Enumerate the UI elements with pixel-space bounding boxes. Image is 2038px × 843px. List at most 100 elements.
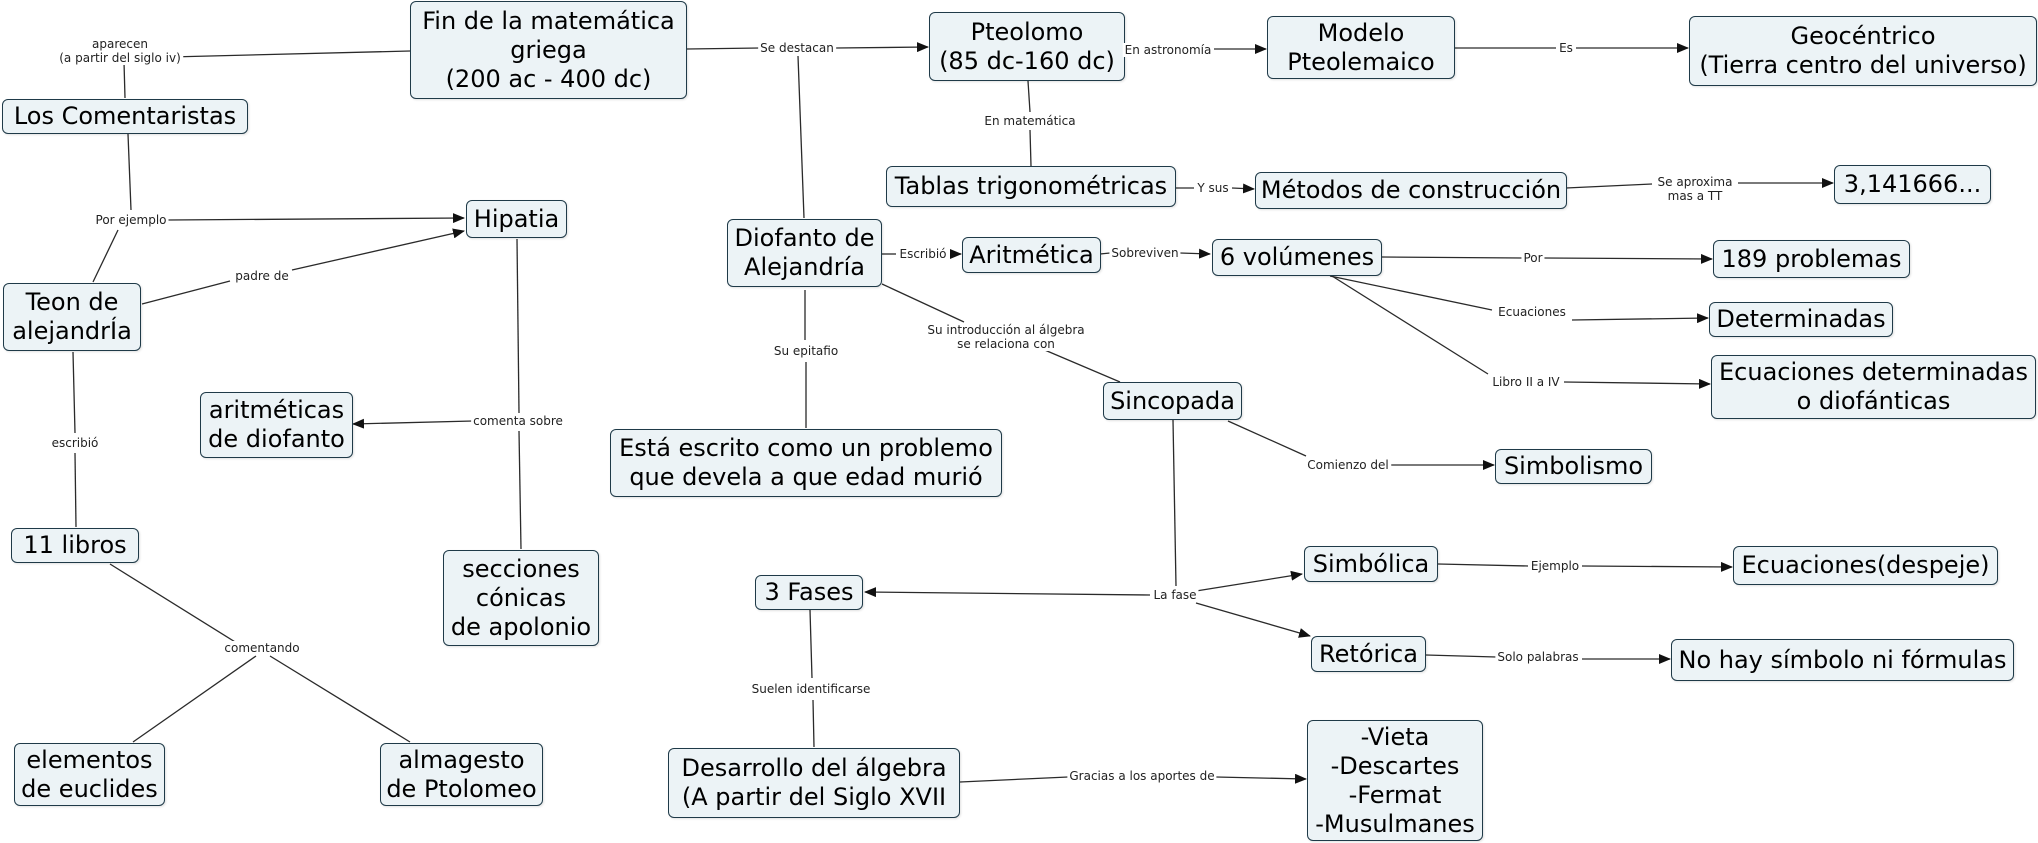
node-simbolismo[interactable]: Simbolismo: [1495, 449, 1652, 484]
link-label-suelen-identificarse: Suelen identificarse: [749, 682, 873, 696]
edge-comentando-almagesto: [269, 655, 411, 743]
link-label-ecuaciones: Ecuaciones: [1496, 305, 1568, 319]
node-desarrollo-del-algebra[interactable]: Desarrollo del álgebra (A partir del Sig…: [668, 748, 960, 818]
edge-comentaristas-porejemplo: [127, 133, 132, 211]
node-epitafio[interactable]: Está escrito como un problemo que devela…: [610, 429, 1002, 497]
edge-metodos-aproxima: [1565, 183, 1653, 189]
edge-sincopada-comienzo: [1227, 420, 1307, 457]
link-label-sobreviven: Sobreviven: [1109, 246, 1181, 260]
edge-suelen-desarrollo: [812, 699, 815, 748]
node-ecuaciones-despeje[interactable]: Ecuaciones(despeje): [1733, 546, 1998, 585]
edge-lafase-simbolica: [1195, 570, 1303, 592]
node-determinadas[interactable]: Determinadas: [1709, 302, 1893, 337]
link-label-se-aproxima: Se aproxima mas a TT: [1655, 175, 1735, 203]
edge-sedestacan-diofanto: [797, 55, 805, 219]
edge-aparecen-comentaristas: [123, 61, 126, 99]
edge-sobreviven-volumenes: [1179, 248, 1211, 259]
link-label-se-destacan: Se destacan: [758, 41, 836, 55]
edge-sincopada-lafase: [1172, 419, 1177, 587]
link-label-por: Por: [1521, 251, 1545, 265]
edge-padre-hipatia: [291, 228, 465, 271]
edge-hipatia-comenta: [516, 238, 520, 414]
link-label-en-matematica: En matemática: [982, 114, 1078, 128]
edge-matematica-tablas: [1029, 129, 1032, 167]
edge-simbolica-ejemplo: [1437, 563, 1529, 567]
edge-retorica-solo: [1425, 654, 1497, 658]
link-label-su-epitafio: Su epitafio: [771, 344, 841, 358]
edge-ysus-metodos: [1231, 183, 1255, 194]
edge-fin-sedestacan: [686, 47, 761, 50]
node-teon-de-alejandria[interactable]: Teon de alejandrÍa: [3, 283, 141, 351]
edge-introduccion-sincopada: [1039, 347, 1121, 383]
link-label-escribio-diofanto: Escribió: [897, 247, 949, 261]
edge-aritmetica-sobreviven: [1099, 252, 1111, 255]
link-label-es: Es: [1557, 41, 1575, 55]
edge-libro-ecdeterminadas: [1563, 378, 1711, 389]
edge-porejemplo-teon: [92, 229, 119, 283]
node-hipatia[interactable]: Hipatia: [466, 200, 567, 238]
link-label-libro-ii-iv: Libro II a IV: [1490, 375, 1562, 389]
edge-sedestacan-pteolomo: [835, 42, 929, 53]
node-tablas-trigonometricas[interactable]: Tablas trigonométricas: [886, 166, 1176, 207]
node-ecuaciones-determinadas[interactable]: Ecuaciones determinadas o diofánticas: [1711, 355, 2036, 419]
edge-comenta-aritmeticas: [352, 418, 474, 429]
link-label-su-introduccion: Su introducción al álgebra se relaciona …: [925, 323, 1087, 351]
link-label-aparecen: aparecen (a partir del siglo iv): [57, 37, 183, 65]
node-11-libros[interactable]: 11 libros: [11, 528, 139, 563]
node-diofanto-de-alejandria[interactable]: Diofanto de Alejandría: [727, 219, 882, 287]
node-almagesto-de-ptolomeo[interactable]: almagesto de Ptolomeo: [380, 743, 543, 806]
edge-fin-aparecen: [169, 50, 411, 58]
node-geocentrico[interactable]: Geocéntrico (Tierra centro del universo): [1689, 16, 2037, 86]
node-secciones-conicas[interactable]: secciones cónicas de apolonio: [443, 550, 599, 646]
edge-comentando-elementos: [132, 655, 257, 743]
edge-escribio-libros: [74, 452, 77, 528]
node-6-volumenes[interactable]: 6 volúmenes: [1212, 239, 1382, 276]
edge-lafase-retorica: [1195, 602, 1311, 638]
node-189-problemas[interactable]: 189 problemas: [1713, 240, 1910, 278]
node-los-comentaristas[interactable]: Los Comentaristas: [2, 99, 248, 134]
edge-lafase-fases: [864, 587, 1151, 598]
edge-gracias-aportes: [1215, 773, 1307, 784]
link-label-la-fase: La fase: [1151, 588, 1199, 602]
link-label-y-sus: Y sus: [1195, 181, 1231, 195]
edge-libros-comentando: [109, 563, 241, 646]
edge-fases-suelen: [809, 609, 813, 679]
edge-ejemplo-ecuaciones: [1581, 561, 1733, 572]
link-label-en-astronomia: En astronomía: [1122, 43, 1214, 57]
node-no-hay-simbolo[interactable]: No hay símbolo ni fórmulas: [1671, 639, 2014, 681]
node-simbolica[interactable]: Simbólica: [1304, 546, 1438, 582]
edge-desarrollo-gracias: [959, 776, 1069, 783]
node-fin-matematica-griega[interactable]: Fin de la matemática griega (200 ac - 40…: [410, 1, 687, 99]
edge-pteolomo-matematica: [1027, 80, 1031, 113]
node-modelo-pteolemaico[interactable]: Modelo Pteolemaico: [1267, 16, 1455, 79]
node-retorica[interactable]: Retórica: [1311, 636, 1426, 672]
node-3-fases[interactable]: 3 Fases: [755, 575, 863, 610]
edge-diofanto-introduccion: [881, 283, 965, 323]
node-3-141666[interactable]: 3,141666...: [1834, 165, 1991, 204]
link-label-comenta-sobre: comenta sobre: [471, 414, 565, 428]
node-aritmetica[interactable]: Aritmética: [962, 237, 1101, 273]
node-elementos-de-euclides[interactable]: elementos de euclides: [14, 743, 165, 806]
link-label-gracias-aportes: Gracias a los aportes de: [1067, 769, 1217, 783]
node-aportes[interactable]: -Vieta -Descartes -Fermat -Musulmanes: [1307, 720, 1483, 841]
edge-volumenes-por: [1381, 256, 1523, 259]
link-label-comienzo-del: Comienzo del: [1305, 458, 1391, 472]
node-aritmeticas-de-diofanto[interactable]: aritméticas de diofanto: [200, 392, 353, 458]
edge-teon-escribio: [72, 351, 76, 434]
edge-comenta-secciones: [518, 430, 522, 550]
node-pteolomo[interactable]: Pteolomo (85 dc-160 dc): [929, 12, 1125, 81]
edge-porejemplo-hipatia: [167, 213, 465, 224]
edge-ecuaciones-determinadas: [1571, 313, 1709, 324]
link-label-padre-de: padre de: [233, 269, 291, 283]
link-label-ejemplo: Ejemplo: [1528, 559, 1582, 573]
node-sincopada[interactable]: Sincopada: [1103, 382, 1242, 420]
edge-teon-padre: [141, 280, 231, 305]
link-label-por-ejemplo: Por ejemplo: [93, 213, 169, 227]
node-metodos-de-construccion[interactable]: Métodos de construcción: [1255, 172, 1567, 209]
link-label-comentando: comentando: [222, 641, 302, 655]
edge-volumenes-libro: [1331, 275, 1489, 375]
edge-volumenes-ecuaciones: [1329, 275, 1493, 311]
link-label-solo-palabras: Solo palabras: [1495, 650, 1581, 664]
